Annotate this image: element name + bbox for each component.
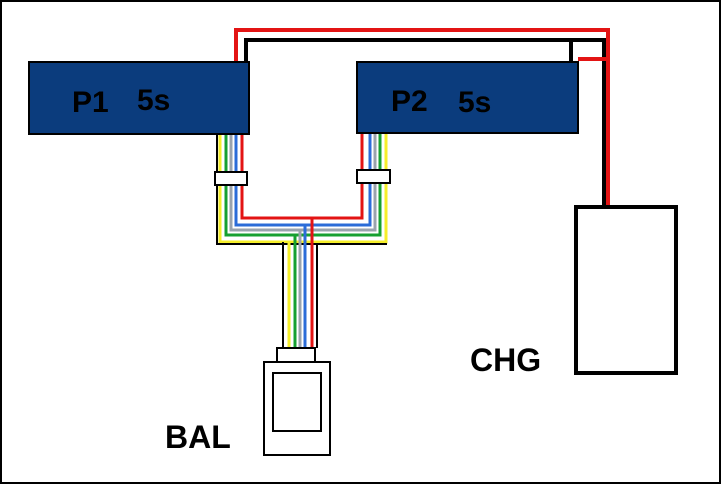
charge-wiring: [234, 28, 610, 209]
balancer-screen: [272, 372, 322, 432]
p1-balance-plug: [214, 171, 248, 186]
pack-p1-cells: 5s: [137, 84, 170, 117]
balance-wire-yellow: [218, 134, 388, 244]
pack-p2: P2 5s: [356, 61, 579, 134]
p2-balance-plug: [356, 169, 391, 184]
pack-p1-body: [28, 61, 250, 135]
balance-wire-red: [240, 134, 364, 220]
balancer-label: BAL: [165, 419, 231, 455]
negative-wire: [244, 38, 606, 209]
charger-body: [574, 205, 678, 375]
charger: CHG: [470, 205, 678, 378]
pack-p1-id: P1: [72, 86, 109, 119]
pack-p2-body: [356, 61, 579, 134]
balancer-plug: [276, 347, 316, 363]
pack-p2-id: P2: [391, 85, 428, 118]
balance-harness: [216, 134, 388, 245]
harness-outline: [216, 134, 387, 245]
balance-wire-green: [224, 134, 382, 237]
positive-wire: [234, 28, 610, 207]
balancer: BAL: [165, 347, 331, 456]
balance-wire-grey: [229, 134, 377, 232]
pack-p1: P1 5s: [28, 61, 250, 135]
balance-wire-blue: [234, 134, 372, 227]
charger-label: CHG: [470, 342, 541, 378]
balancer-lead: [282, 218, 318, 348]
pack-p2-cells: 5s: [458, 86, 491, 119]
